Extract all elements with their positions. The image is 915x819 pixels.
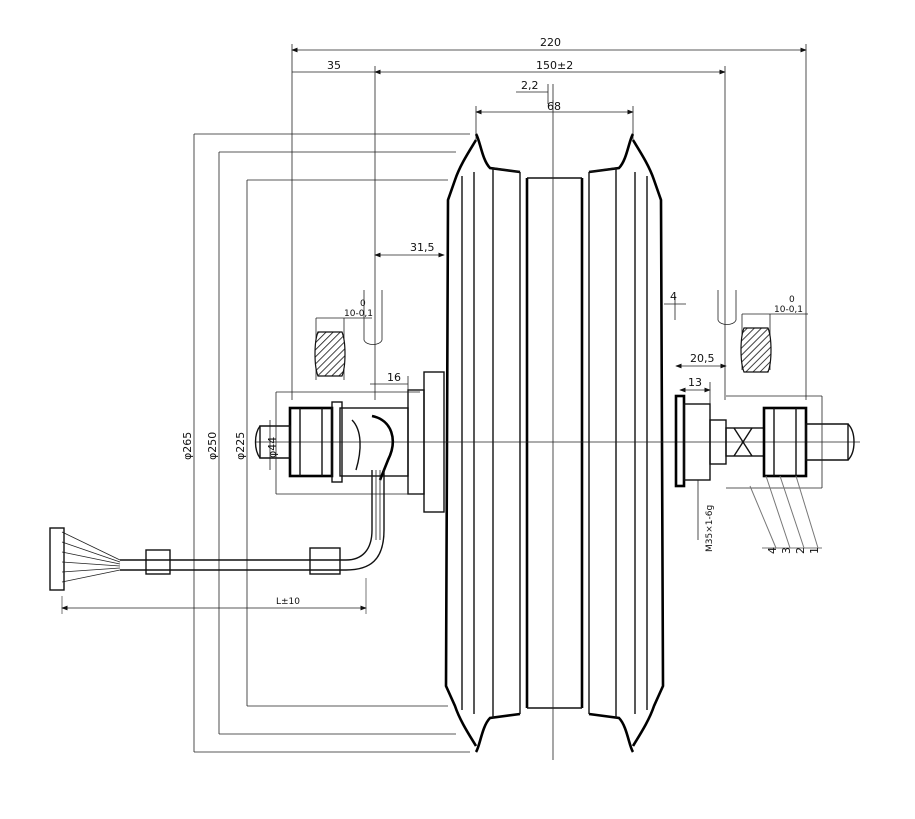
dim-right-hub: 13	[688, 376, 702, 389]
thread-callout: M35×1-6g	[705, 505, 715, 552]
right-flat-tolerance: 10-0,1	[774, 305, 803, 315]
right-flat-tolerance-upper: 0	[789, 295, 795, 305]
dim-right-small: 4	[670, 290, 677, 303]
dim-diameter-tyre: φ250	[206, 432, 219, 460]
left-flat-section: 10-0,1 0	[314, 290, 383, 380]
left-flat-tolerance-upper: 0	[360, 299, 366, 309]
dim-overall-width: 220	[540, 36, 561, 49]
part-number-4: 4	[766, 547, 779, 554]
dim-offset-small: 2,2	[521, 79, 539, 92]
dim-offset-left: 35	[327, 59, 341, 72]
dim-rim-width: 68	[547, 100, 561, 113]
dim-flange-span: 150±2	[536, 59, 573, 72]
part-number-1: 1	[808, 547, 821, 554]
dim-left-shoulder: 31,5	[410, 241, 435, 254]
motor-cable: L±10	[49, 470, 385, 614]
dim-diameter-rim: φ265	[181, 432, 194, 460]
left-flat-tolerance: 10-0,1	[344, 309, 373, 319]
dim-left-hub: 16	[387, 371, 401, 384]
left-hub-assembly	[254, 371, 445, 513]
dim-diameter-axle: φ44	[266, 437, 279, 458]
part-number-2: 2	[794, 547, 807, 554]
dim-right-shoulder: 20,5	[690, 352, 715, 365]
right-flat-section: 10-0,1 0	[717, 290, 808, 373]
part-number-leaders: 4 3 2 1	[749, 475, 822, 554]
diameter-dimensions: φ265 φ250 φ225 φ44	[181, 133, 470, 753]
dim-cable-length: L±10	[276, 597, 300, 607]
dim-diameter-inner: φ225	[234, 432, 247, 460]
wheel-rim	[444, 133, 665, 753]
right-hub-assembly: M35×1-6g	[674, 394, 855, 552]
part-number-3: 3	[780, 547, 793, 554]
top-dimensions: 220 150±2 35 2,2 68 31,5 16 4 20,5	[291, 36, 807, 410]
